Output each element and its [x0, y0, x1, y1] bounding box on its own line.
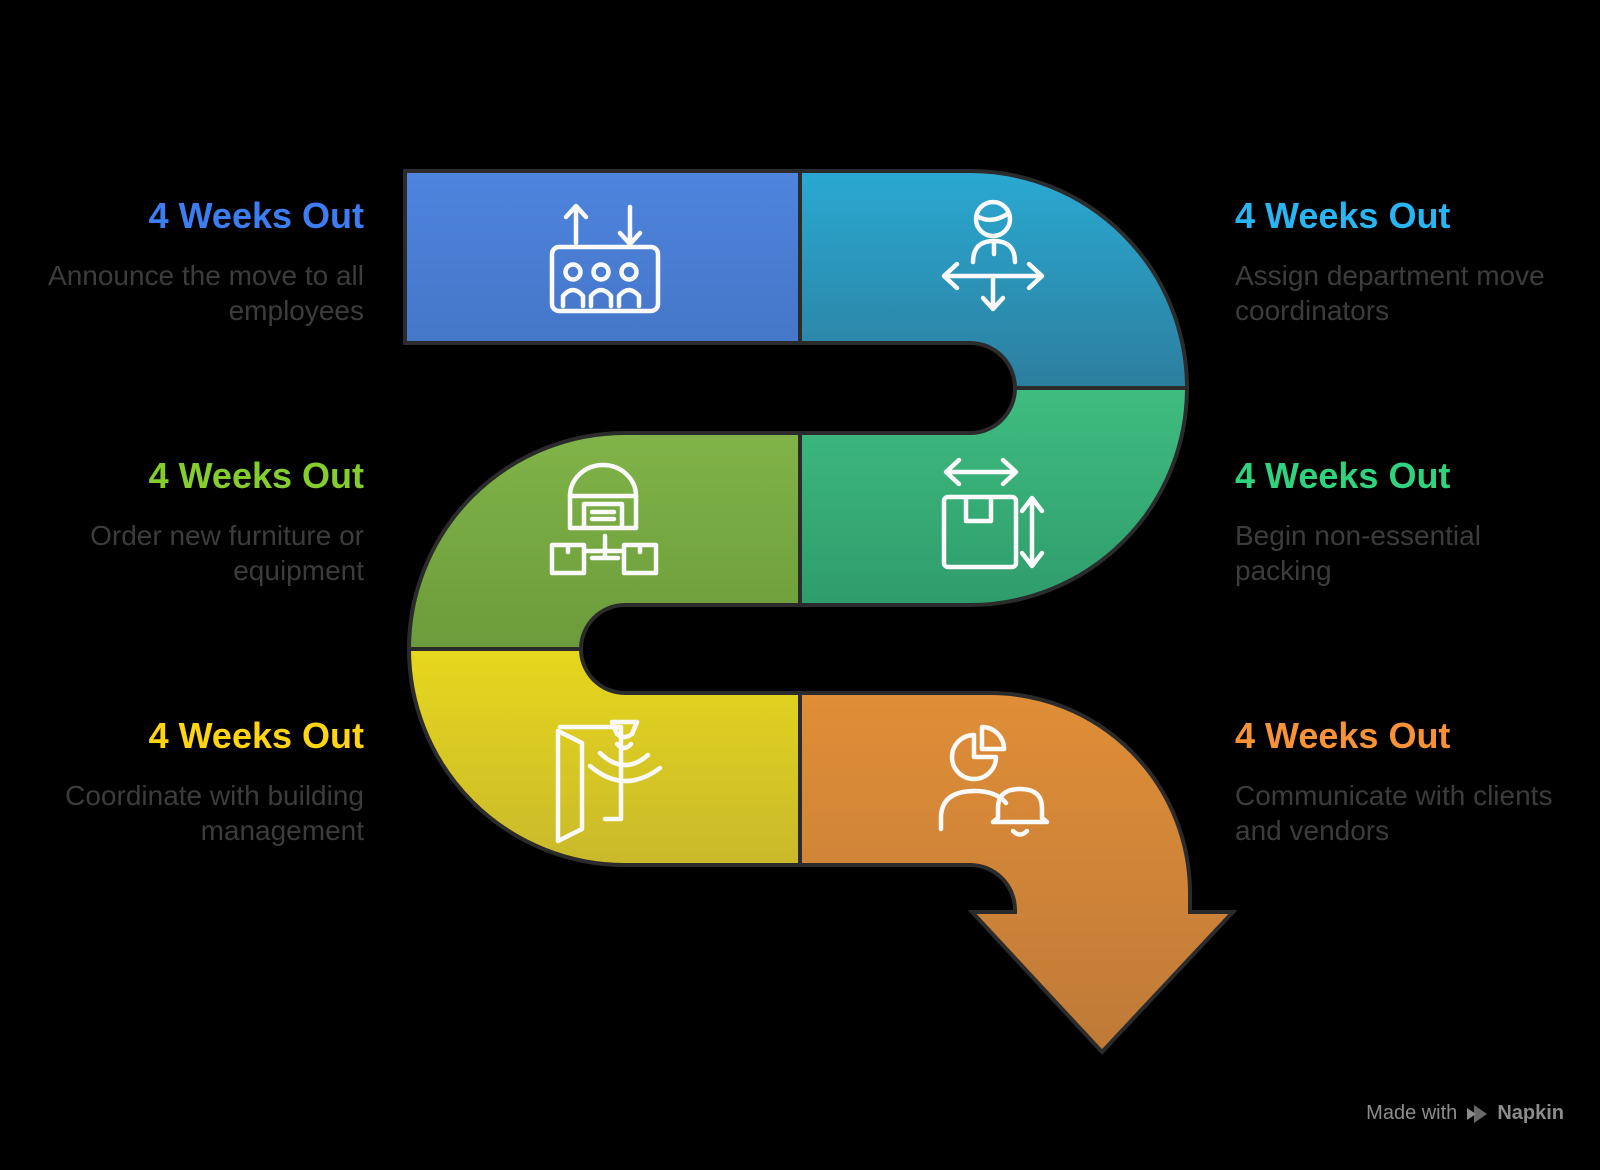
step-6-text: 4 Weeks Out Communicate with clients and…: [1235, 714, 1555, 848]
segment-clients-arrow: [798, 691, 1238, 1055]
warehouse-distribution-icon: [549, 462, 659, 576]
step-6-description: Communicate with clients and vendors: [1235, 780, 1553, 846]
person-move-icon: [941, 199, 1045, 312]
step-4-description: Begin non-essential packing: [1235, 520, 1481, 586]
step-3-title: 4 Weeks Out: [148, 455, 364, 496]
watermark-prefix: Made with: [1366, 1102, 1458, 1124]
watermark: Made with Napkin: [1366, 1102, 1564, 1125]
step-3-description: Order new furniture or equipment: [90, 520, 364, 586]
watermark-brand: Napkin: [1497, 1102, 1564, 1124]
step-1-description: Announce the move to all employees: [48, 260, 364, 326]
step-1-title: 4 Weeks Out: [148, 195, 364, 236]
step-4-text: 4 Weeks Out Begin non-essential packing: [1235, 454, 1555, 588]
step-2-text: 4 Weeks Out Assign department move coord…: [1235, 194, 1555, 328]
step-3-text: 4 Weeks Out Order new furniture or equip…: [40, 454, 364, 588]
step-2-title: 4 Weeks Out: [1235, 195, 1451, 236]
step-5-description: Coordinate with building management: [65, 780, 364, 846]
step-2-description: Assign department move coordinators: [1235, 260, 1545, 326]
napkin-logo-icon: [1467, 1104, 1488, 1123]
elevator-icon: [549, 203, 661, 314]
step-6-title: 4 Weeks Out: [1235, 715, 1451, 756]
person-notification-icon: [938, 724, 1050, 837]
door-sensor-icon: [555, 719, 663, 844]
step-5-text: 4 Weeks Out Coordinate with building man…: [40, 714, 364, 848]
step-5-title: 4 Weeks Out: [148, 715, 364, 756]
box-dimensions-icon: [941, 457, 1045, 570]
step-4-title: 4 Weeks Out: [1235, 455, 1451, 496]
step-1-text: 4 Weeks Out Announce the move to all emp…: [40, 194, 364, 328]
segment-announce: [403, 169, 802, 345]
